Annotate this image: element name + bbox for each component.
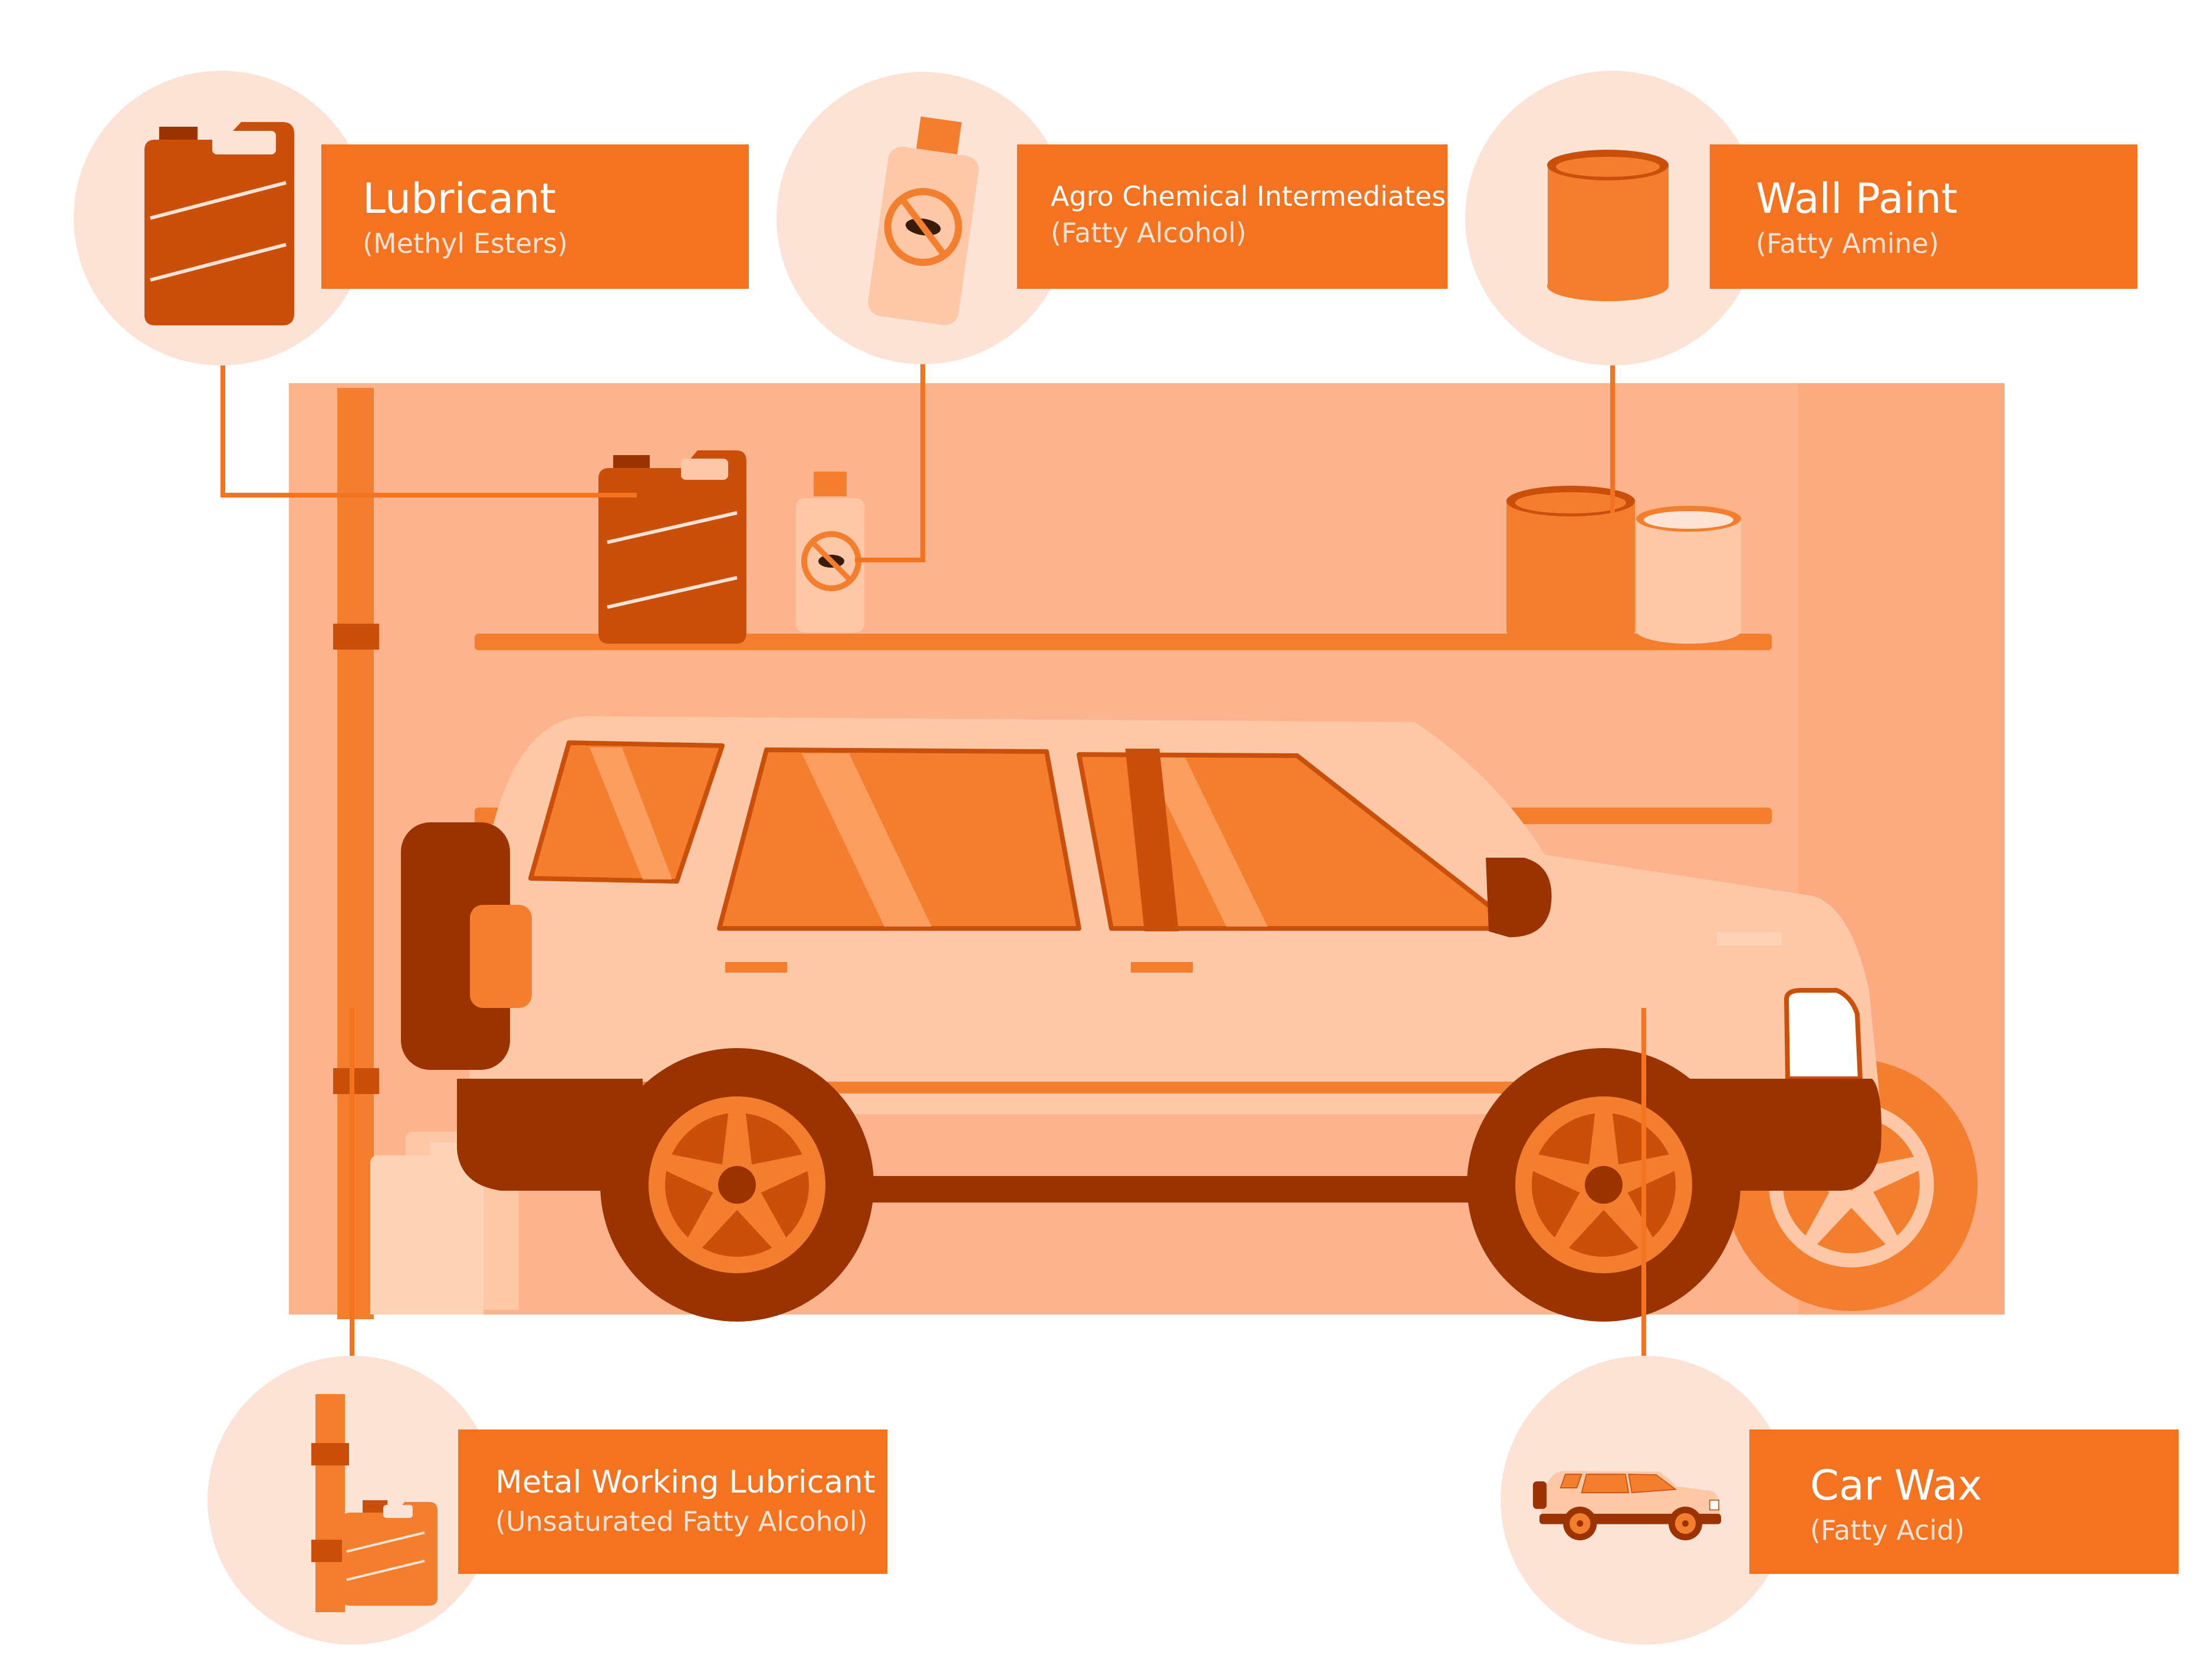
- callout-subtitle: (Methyl Esters): [363, 227, 568, 259]
- side-mirror: [1486, 858, 1552, 937]
- paint-can-icon: [1547, 150, 1669, 301]
- callout-title: Car Wax: [1810, 1461, 1982, 1510]
- rear-wheel: [600, 1048, 874, 1322]
- shelf-pesticide-bottle: [796, 472, 864, 633]
- middle-window: [717, 747, 1081, 931]
- front-wheel: [1467, 1048, 1740, 1322]
- pipe-and-canister-icon: [311, 1394, 437, 1612]
- window-pillar: [1125, 749, 1179, 931]
- door-handle-front: [1131, 962, 1193, 973]
- callout-title: Agro Chemical Intermediates: [1051, 180, 1446, 212]
- suv-car: [401, 716, 1881, 1322]
- car-wax-callout: Car Wax (Fatty Acid): [1749, 1429, 2179, 1574]
- shelf-paint-cans: [1506, 486, 1741, 646]
- callout-subtitle: (Fatty Amine): [1756, 227, 1939, 259]
- agro-chemical-callout: Agro Chemical Intermediates (Fatty Alcoh…: [1017, 144, 1447, 289]
- spare-tire-cover: [401, 822, 510, 1070]
- pipe-clamp-bottom: [333, 1068, 379, 1094]
- oil-jerrycan-icon: [144, 122, 294, 325]
- rear-bumper: [457, 1079, 643, 1191]
- callout-title: Metal Working Lubricant: [495, 1464, 876, 1500]
- suv-car-icon: [1533, 1471, 1721, 1541]
- shelf-jerrycan: [598, 450, 746, 644]
- callout-subtitle: (Unsaturated Fatty Alcohol): [495, 1505, 868, 1537]
- headlight: [1784, 988, 1863, 1081]
- metal-working-callout: Metal Working Lubricant (Unsaturated Fat…: [458, 1429, 887, 1574]
- marker-light: [1717, 933, 1782, 946]
- callout-title: Lubricant: [363, 174, 556, 223]
- upper-shelf: [475, 634, 1772, 650]
- lubricant-callout: Lubricant (Methyl Esters): [321, 144, 749, 289]
- callout-subtitle: (Fatty Acid): [1810, 1514, 1965, 1546]
- callout-subtitle: (Fatty Alcohol): [1051, 216, 1246, 249]
- wall-paint-callout: Wall Paint (Fatty Amine): [1710, 144, 2137, 289]
- floor-canister-front: [370, 1142, 483, 1315]
- wall-pipe: [337, 388, 374, 1319]
- callout-title: Wall Paint: [1756, 174, 1958, 223]
- connector-lines: [221, 361, 1646, 1356]
- pipe-clamp-top: [333, 624, 379, 650]
- pesticide-bottle-icon: [868, 116, 979, 325]
- tail-light: [470, 905, 532, 1008]
- door-handle-rear: [725, 962, 787, 973]
